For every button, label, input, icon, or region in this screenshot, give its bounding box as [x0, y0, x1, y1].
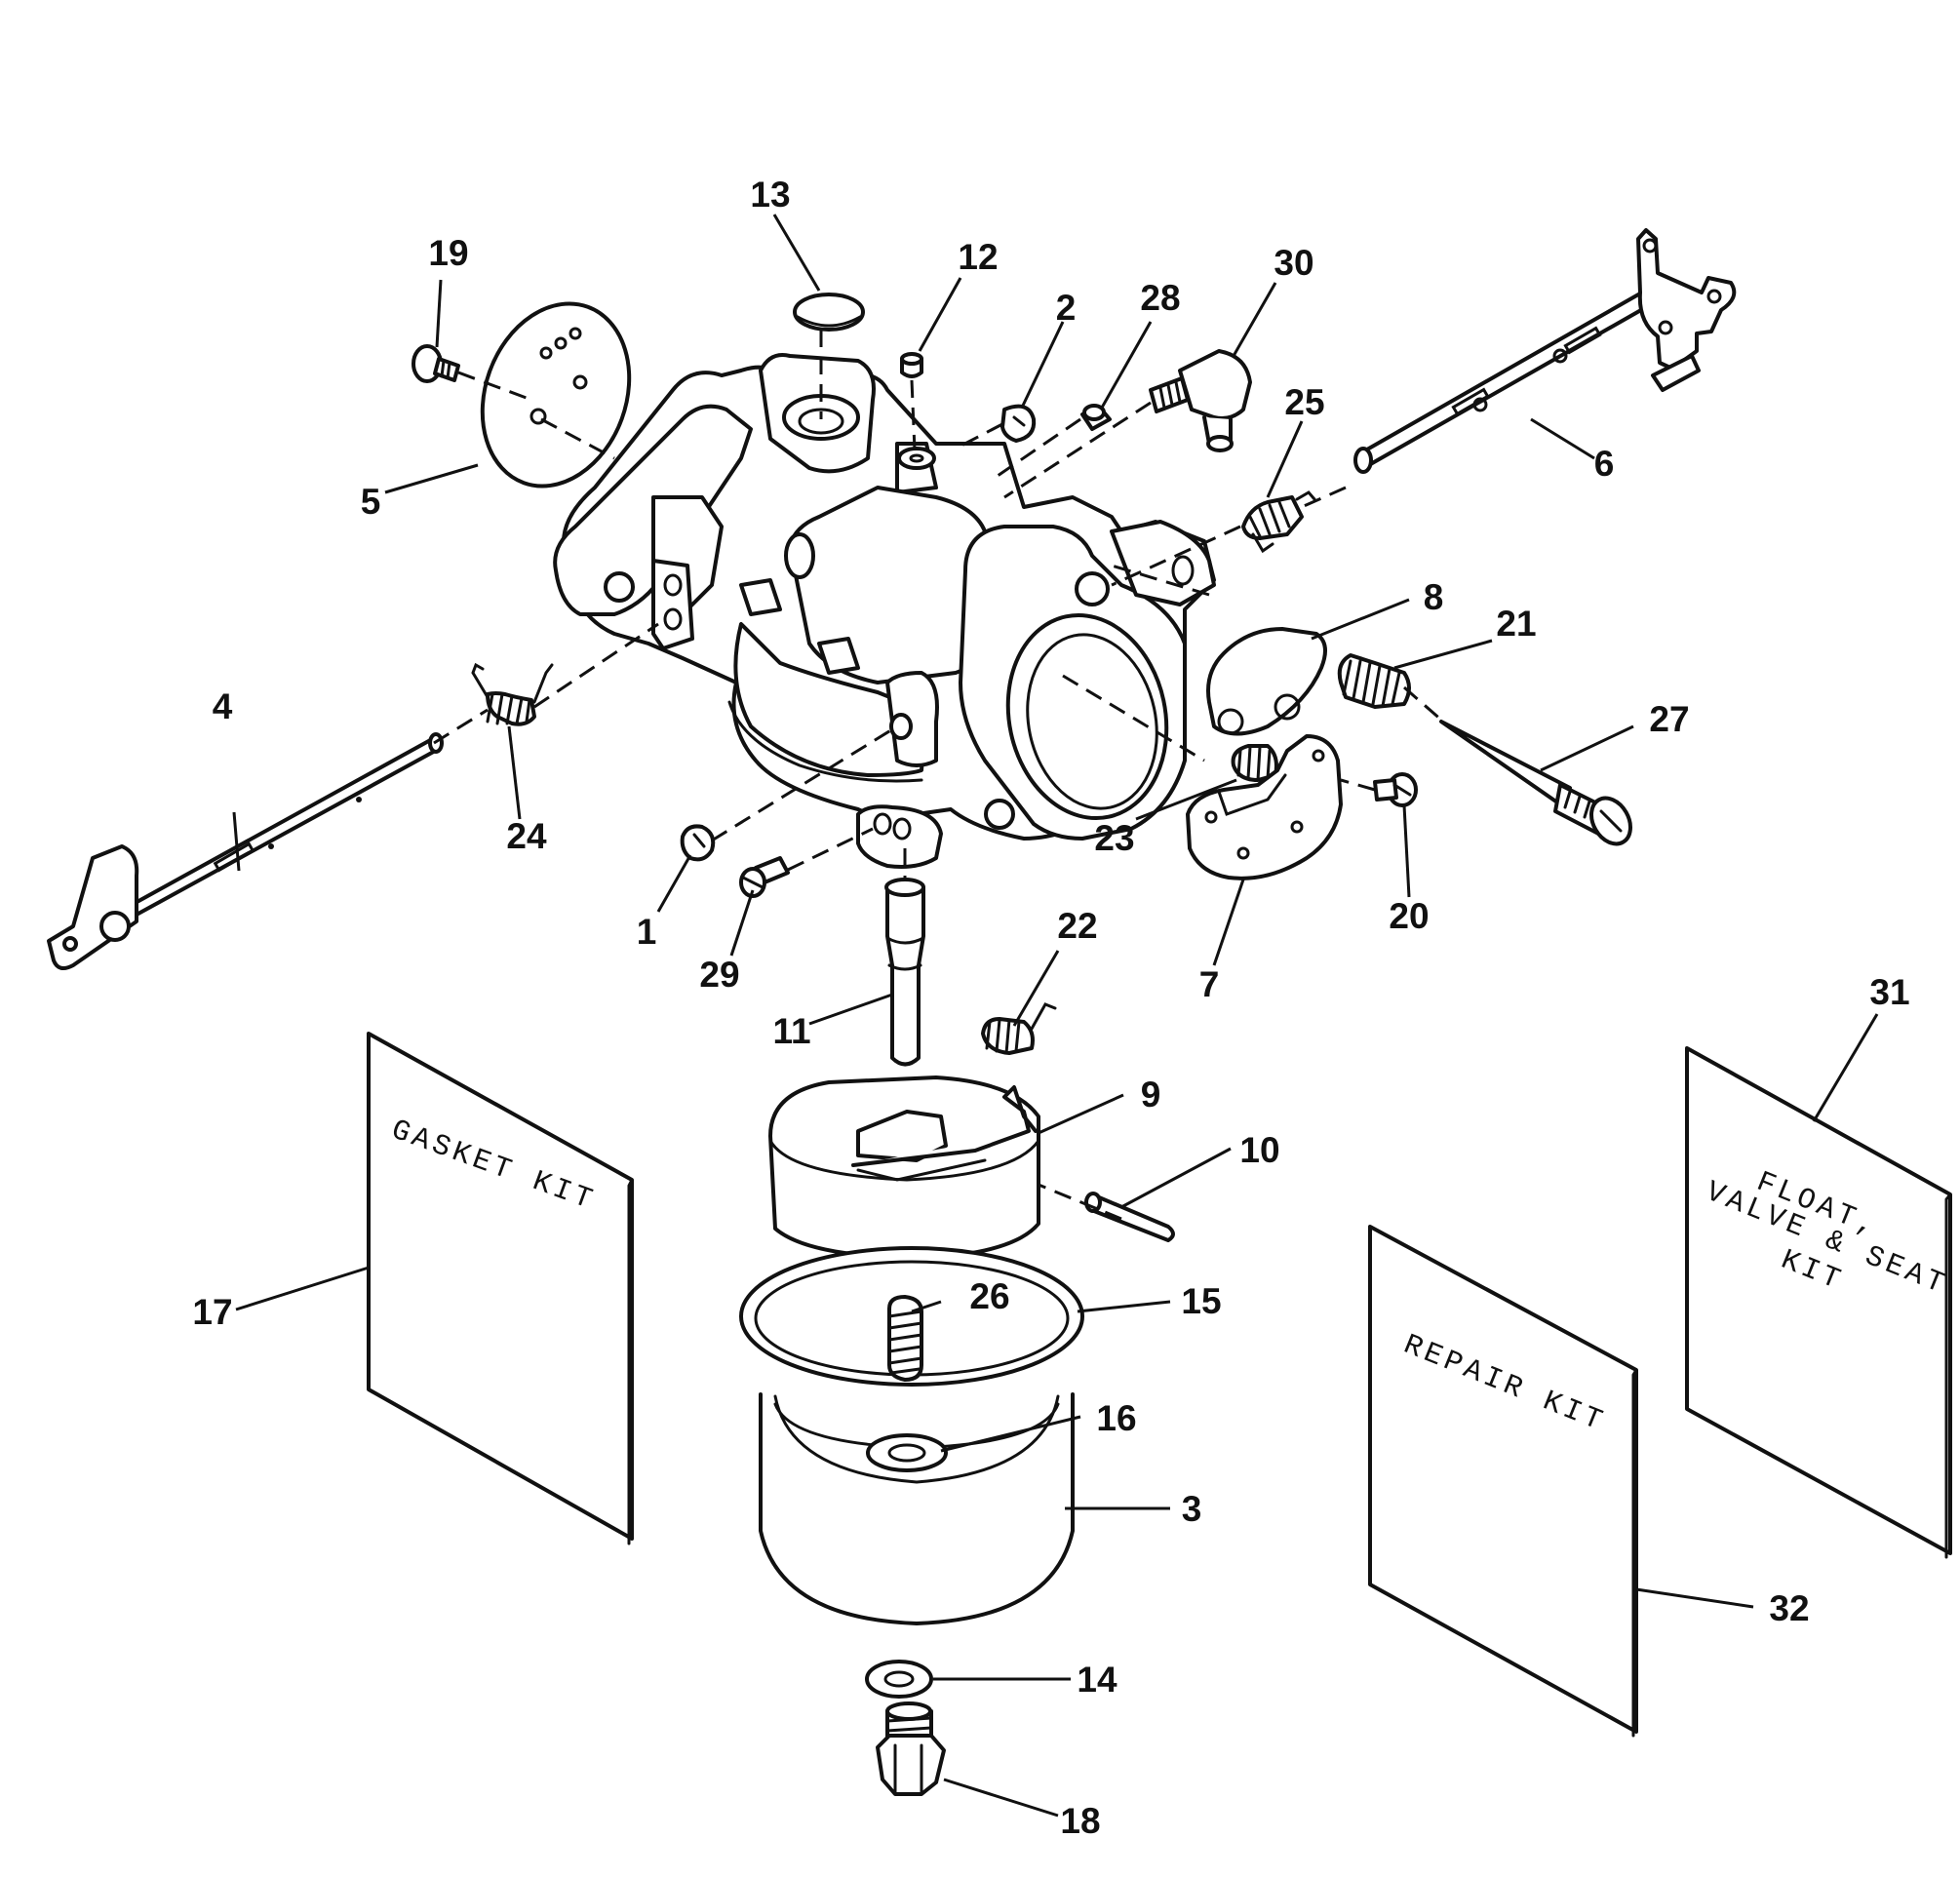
callout-22: 22 — [1057, 906, 1097, 946]
part-27-mixture-needle — [1439, 720, 1632, 846]
callout-7: 7 — [1199, 964, 1220, 1004]
callout-28: 28 — [1140, 278, 1180, 318]
part-10-hinge-pin — [1084, 1192, 1175, 1242]
part-13-welch-plug — [793, 293, 865, 332]
callout-24: 24 — [506, 816, 547, 856]
callout-14: 14 — [1077, 1660, 1117, 1700]
callout-13: 13 — [750, 175, 790, 215]
callout-12: 12 — [958, 237, 998, 277]
callout-2: 2 — [1056, 288, 1077, 328]
part-28-fitting — [1080, 404, 1112, 431]
callout-1: 1 — [637, 912, 657, 952]
callout-18: 18 — [1060, 1801, 1100, 1841]
part-11-nozzle — [884, 878, 925, 1067]
part-8-throttle-plate — [1206, 627, 1327, 736]
callout-16: 16 — [1096, 1398, 1136, 1438]
callout-26: 26 — [969, 1276, 1009, 1316]
part-22-spring — [981, 1002, 1057, 1055]
part-16-washer — [866, 1433, 948, 1472]
callout-11: 11 — [772, 1011, 810, 1051]
callout-32: 32 — [1769, 1588, 1809, 1628]
part-25-spring — [1241, 490, 1316, 554]
part-19-screw — [412, 344, 460, 383]
carburetor-body — [553, 353, 1216, 869]
callout-21: 21 — [1496, 604, 1536, 644]
callout-5: 5 — [361, 482, 381, 522]
part-29-screw — [739, 856, 790, 898]
callout-23: 23 — [1094, 818, 1134, 858]
part-24-spring — [471, 662, 554, 726]
part-23-spring — [1231, 744, 1278, 782]
part-31-float-valve-seat-kit: FLOAT, VALVE & SEAT KIT — [1685, 1046, 1952, 1559]
part-18-drain-plug — [876, 1701, 946, 1796]
part-7-cam-plate — [1186, 734, 1343, 880]
part-6-choke-shaft — [1353, 228, 1737, 474]
callout-27: 27 — [1649, 699, 1689, 739]
callout-17: 17 — [192, 1292, 232, 1332]
callout-4: 4 — [213, 686, 233, 726]
callout-31: 31 — [1869, 972, 1909, 1012]
part-1-clip — [680, 824, 716, 862]
callout-9: 9 — [1141, 1075, 1161, 1114]
part-26-spring — [887, 1295, 923, 1382]
callout-10: 10 — [1239, 1130, 1279, 1170]
part-9-float — [768, 1075, 1040, 1260]
callout-numbers: 1 2 3 4 5 6 7 8 9 10 11 12 13 14 15 16 1… — [192, 175, 1909, 1841]
callout-8: 8 — [1424, 577, 1444, 617]
callout-25: 25 — [1284, 382, 1324, 422]
part-17-gasket-kit: GASKET KIT — [367, 1032, 634, 1545]
part-21-spring — [1337, 653, 1411, 709]
assembly-guide-lines — [433, 330, 1444, 1221]
leader-lines — [232, 214, 1879, 1818]
part-12-plug — [900, 352, 923, 378]
part-32-repair-kit: REPAIR KIT — [1368, 1225, 1638, 1738]
callout-20: 20 — [1389, 896, 1429, 936]
callout-29: 29 — [699, 955, 739, 995]
part-5-choke-plate — [480, 301, 632, 489]
part-30-elbow-fitting — [1149, 349, 1252, 452]
callout-6: 6 — [1594, 444, 1615, 484]
callout-30: 30 — [1274, 243, 1313, 283]
callout-19: 19 — [428, 233, 468, 273]
part-14-washer — [865, 1660, 933, 1699]
part-2-clip — [1000, 404, 1037, 443]
callout-15: 15 — [1181, 1281, 1221, 1321]
part-20-screw — [1373, 772, 1418, 807]
callout-3: 3 — [1182, 1489, 1202, 1529]
part-4-throttle-shaft — [47, 732, 444, 971]
